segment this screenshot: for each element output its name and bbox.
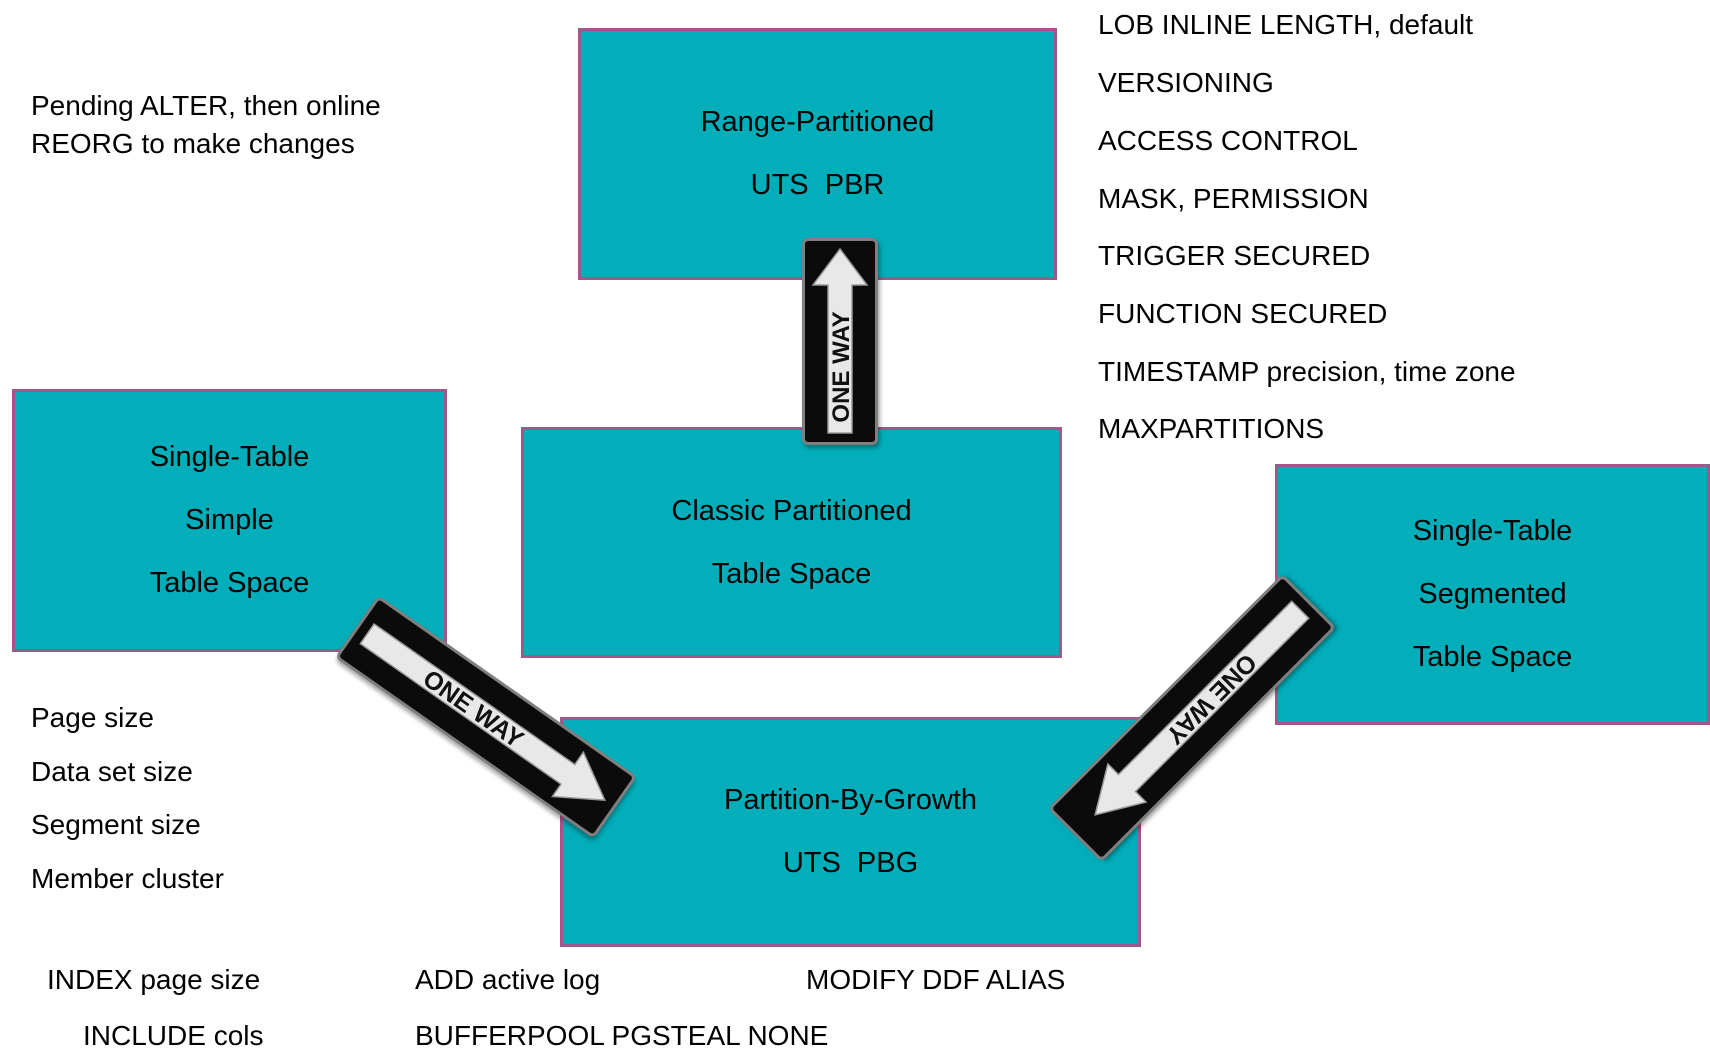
partition-by-growth-title: Partition-By-Growth bbox=[723, 784, 977, 816]
modify-ddf-alias-note: MODIFY DDF ALIAS bbox=[806, 964, 1066, 995]
feature-access-control: ACCESS CONTROL bbox=[1098, 125, 1358, 156]
single-table-segmented-line1: Single-Table bbox=[1412, 515, 1573, 547]
one-way-sign-right-label: ONE WAY bbox=[1160, 648, 1262, 750]
bufferpool-note: BUFFERPOOL PGSTEAL NONE bbox=[415, 1020, 829, 1051]
single-table-simple-line3: Table Space bbox=[149, 567, 310, 599]
index-page-size-note: INDEX page size bbox=[47, 964, 261, 995]
range-partitioned-subtitle: UTS PBR bbox=[750, 169, 885, 201]
add-active-log-note: ADD active log bbox=[415, 964, 601, 995]
pending-alter-note: Pending ALTER, then online REORG to make… bbox=[31, 90, 381, 159]
single-table-simple-box: Single-Table Simple Table Space bbox=[12, 389, 447, 652]
classic-partitioned-subtitle: Table Space bbox=[711, 557, 872, 590]
classic-partitioned-title: Classic Partitioned bbox=[671, 494, 912, 527]
partition-by-growth-subtitle: UTS PBG bbox=[782, 847, 919, 879]
classic-partitioned-box: Classic Partitioned Table Space bbox=[521, 427, 1062, 658]
one-way-sign-left-label: ONE WAY bbox=[418, 665, 529, 755]
feature-trigger-secured: TRIGGER SECURED bbox=[1098, 240, 1371, 271]
feature-versioning: VERSIONING bbox=[1098, 67, 1274, 98]
single-table-segmented-box: Single-Table Segmented Table Space bbox=[1275, 464, 1710, 725]
size-segment: Segment size bbox=[31, 809, 201, 840]
feature-lob-inline-length: LOB INLINE LENGTH, default bbox=[1098, 9, 1474, 40]
feature-function-secured: FUNCTION SECURED bbox=[1098, 298, 1388, 329]
one-way-sign-up-label: ONE WAY bbox=[828, 311, 855, 422]
single-table-segmented-line2: Segmented bbox=[1418, 578, 1567, 610]
feature-maxpartitions: MAXPARTITIONS bbox=[1098, 413, 1325, 444]
arrow-up-icon: ONE WAY bbox=[811, 247, 869, 434]
size-data-set: Data set size bbox=[31, 756, 193, 787]
size-page: Page size bbox=[31, 702, 154, 733]
one-way-sign-up: ONE WAY bbox=[802, 238, 878, 445]
single-table-simple-line1: Single-Table bbox=[149, 441, 310, 473]
partition-by-growth-box: Partition-By-Growth UTS PBG bbox=[560, 717, 1141, 947]
feature-mask-permission: MASK, PERMISSION bbox=[1098, 183, 1369, 214]
range-partitioned-title: Range-Partitioned bbox=[700, 106, 935, 138]
size-member-cluster: Member cluster bbox=[31, 863, 224, 894]
include-cols-note: INCLUDE cols bbox=[83, 1020, 264, 1051]
feature-timestamp: TIMESTAMP precision, time zone bbox=[1098, 356, 1516, 387]
single-table-simple-line2: Simple bbox=[185, 504, 274, 536]
single-table-segmented-line3: Table Space bbox=[1412, 641, 1573, 673]
